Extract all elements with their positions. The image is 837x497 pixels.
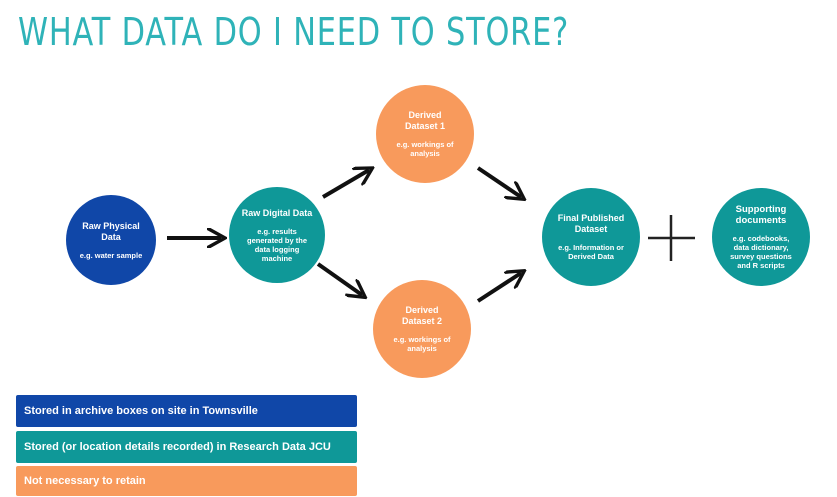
page-title: WHAT DATA DO I NEED TO STORE? xyxy=(18,10,570,54)
arrow-derived-2-to-final xyxy=(476,273,521,303)
arrow-digital-to-derived-1 xyxy=(321,170,369,199)
node-title: Raw Physical Data xyxy=(82,220,140,242)
legend-item-research-data: Stored (or location details recorded) in… xyxy=(16,431,357,463)
node-raw-digital-data: Raw Digital Data e.g. results generated … xyxy=(229,187,325,283)
plus-icon xyxy=(648,215,695,261)
legend-item-archive: Stored in archive boxes on site in Towns… xyxy=(16,395,357,427)
arrow-digital-to-derived-2 xyxy=(316,262,362,295)
node-subtitle: e.g. workings of analysis xyxy=(396,140,454,158)
node-final-published-dataset: Final Published Dataset e.g. Information… xyxy=(542,188,640,286)
node-supporting-documents: Supporting documents e.g. codebooks, dat… xyxy=(712,188,810,286)
node-subtitle: e.g. codebooks, data dictionary, survey … xyxy=(730,234,792,270)
node-derived-dataset-2: Derived Dataset 2 e.g. workings of analy… xyxy=(373,280,471,378)
node-subtitle: e.g. workings of analysis xyxy=(393,335,451,353)
node-title: Derived Dataset 2 xyxy=(401,305,443,326)
node-derived-dataset-1: Derived Dataset 1 e.g. workings of analy… xyxy=(376,85,474,183)
node-title: Final Published Dataset xyxy=(557,213,625,234)
legend-label: Stored (or location details recorded) in… xyxy=(24,441,331,453)
legend-label: Stored in archive boxes on site in Towns… xyxy=(24,405,258,417)
arrow-derived-1-to-final xyxy=(476,166,521,197)
node-subtitle: e.g. water sample xyxy=(79,250,143,260)
node-title: Raw Digital Data xyxy=(241,207,313,218)
node-raw-physical-data: Raw Physical Data e.g. water sample xyxy=(66,195,156,285)
legend-label: Not necessary to retain xyxy=(24,475,146,487)
node-title: Derived Dataset 1 xyxy=(404,110,446,131)
node-subtitle: e.g. Information or Derived Data xyxy=(558,243,624,261)
node-subtitle: e.g. results generated by the data loggi… xyxy=(246,226,307,263)
node-title: Supporting documents xyxy=(735,204,787,226)
legend-item-not-retained: Not necessary to retain xyxy=(16,466,357,496)
